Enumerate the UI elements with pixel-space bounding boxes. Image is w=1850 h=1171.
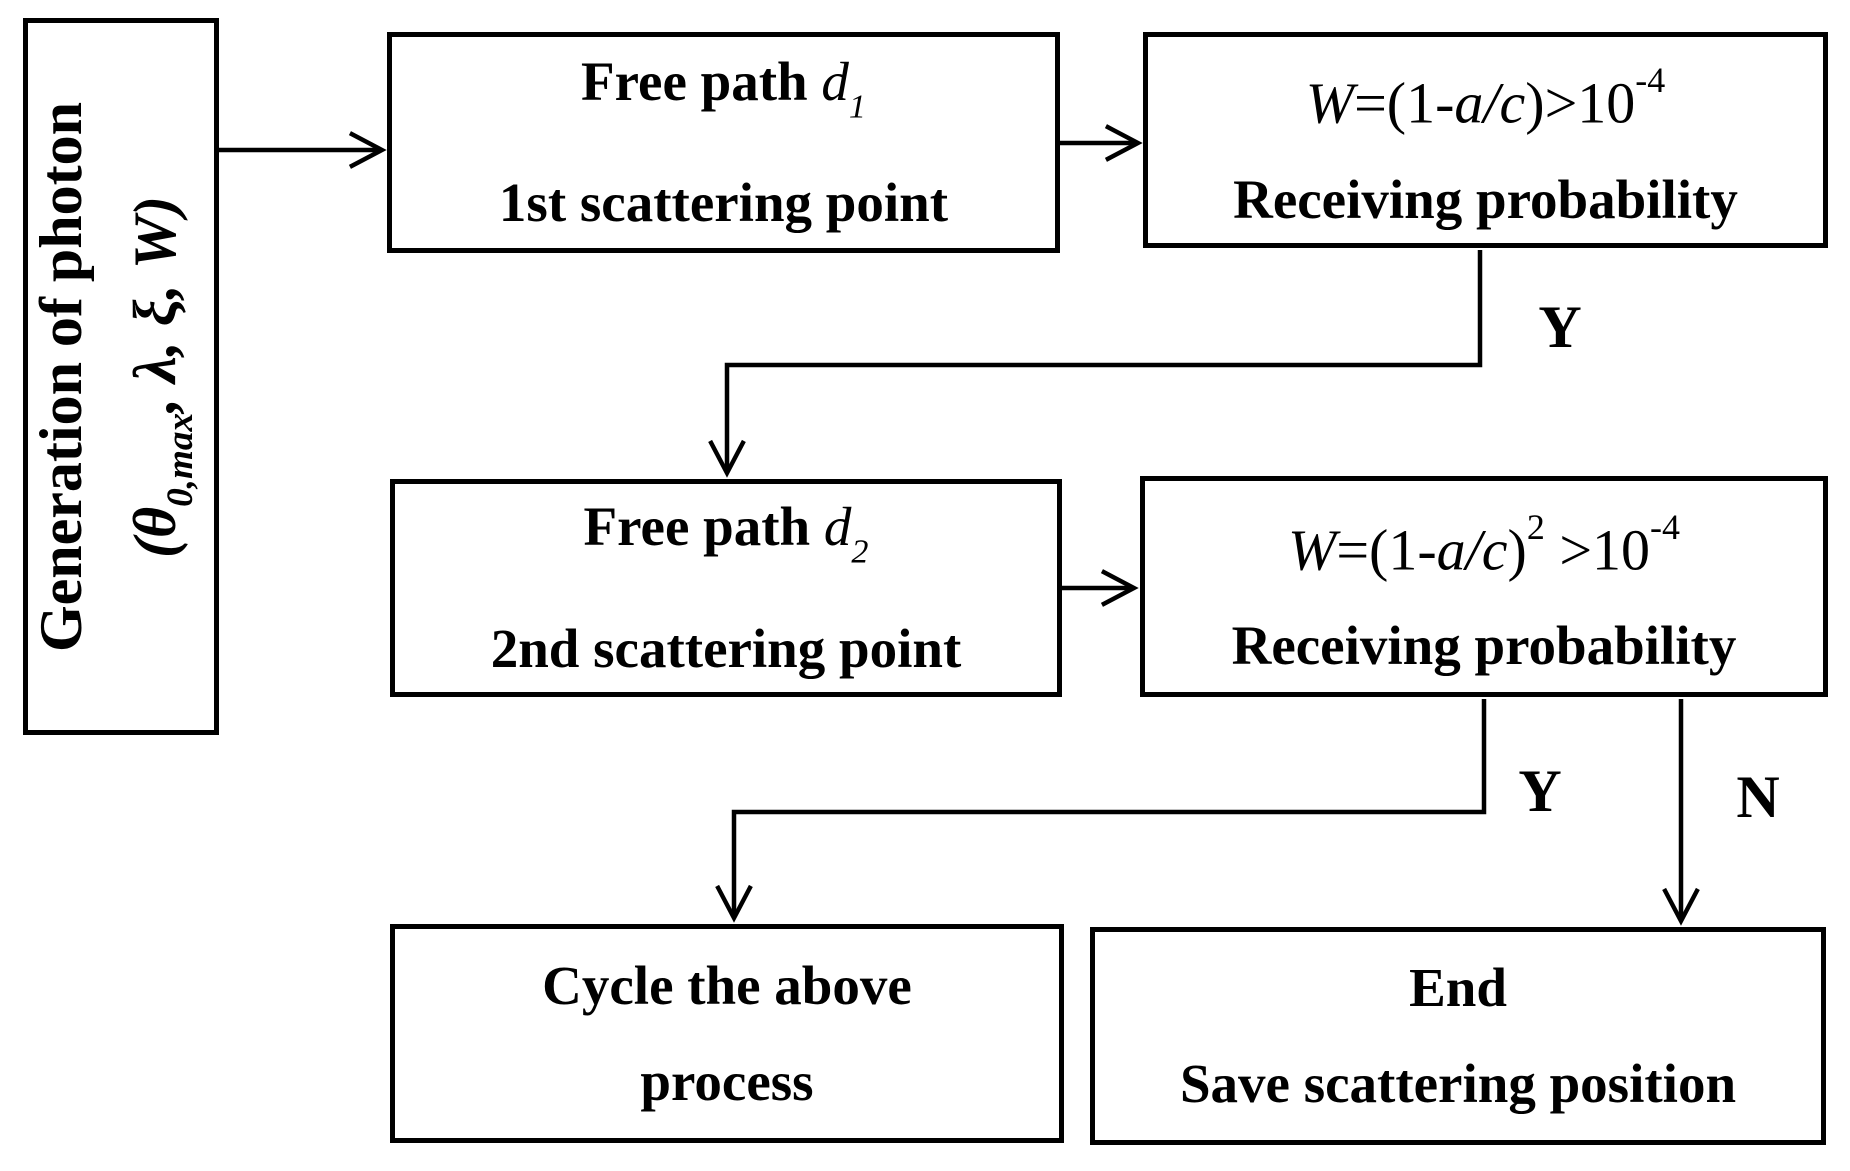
receive-1-formula: W=(1-a/c)>10-4 — [1306, 32, 1666, 152]
node-receiving-probability-2: W=(1-a/c)2 >10-4 Receiving probability — [1140, 476, 1828, 697]
node-free-path-2: Free path d2 2nd scattering point — [390, 479, 1062, 697]
generation-theta-subscript: 0,max — [159, 412, 201, 507]
node-end-save-position: End Save scattering position — [1090, 927, 1826, 1145]
generation-title: Generation of photon — [28, 101, 95, 652]
free-path-1-label: Free path — [581, 50, 822, 112]
free-path-2-variable-subscript: 2 — [851, 533, 869, 571]
free-path-2-variable: d — [823, 496, 852, 558]
receive-1-exponent: -4 — [1635, 60, 1666, 101]
branch2-no-label: N — [1736, 764, 1780, 830]
receive-1-mid: =(1- — [1354, 70, 1455, 136]
receive-2-mid: =(1- — [1336, 517, 1437, 583]
branch2-yes-label: Y — [1518, 758, 1562, 824]
end-line1: End — [1409, 957, 1507, 1018]
free-path-2-title: Free path d2 — [584, 479, 869, 600]
generation-params-pre: (θ — [122, 506, 189, 558]
generation-params-rest: , λ, ξ, W) — [122, 195, 189, 413]
cycle-line1: Cycle the above — [542, 954, 912, 1016]
cycle-line2: process — [640, 1050, 814, 1112]
generation-parameters: (θ0,max, λ, ξ, W) — [108, 23, 228, 730]
free-path-2-label: Free path — [583, 496, 824, 558]
receive-2-close: ) — [1507, 517, 1527, 583]
receive-1-ac: a/c — [1454, 70, 1526, 136]
receive-2-formula: W=(1-a/c)2 >10-4 — [1288, 479, 1680, 599]
free-path-2-line2: 2nd scattering point — [490, 617, 962, 679]
branch1-yes-label: Y — [1538, 294, 1582, 360]
node-cycle-process: Cycle the above process — [390, 924, 1064, 1143]
receive-1-w: W — [1305, 70, 1355, 136]
node-generation-of-photon: Generation of photon (θ0,max, λ, ξ, W) — [23, 18, 219, 735]
node-receiving-probability-1: W=(1-a/c)>10-4 Receiving probability — [1143, 32, 1828, 248]
node-free-path-1: Free path d1 1st scattering point — [387, 32, 1060, 253]
free-path-1-line2: 1st scattering point — [498, 172, 949, 234]
connector-receive-2-yes-to-cycle — [715, 699, 1487, 923]
generation-rotated-text: Generation of photon (θ0,max, λ, ξ, W) — [14, 23, 228, 730]
receive-2-line2: Receiving probability — [1231, 615, 1737, 677]
receive-2-square-exponent: 2 — [1526, 506, 1545, 547]
receive-2-exponent: -4 — [1650, 506, 1680, 547]
receive-1-line2: Receiving probability — [1233, 168, 1738, 230]
receive-1-close: )>10 — [1525, 70, 1636, 136]
receive-2-gt: >10 — [1544, 517, 1651, 583]
receive-2-ac: a/c — [1436, 517, 1508, 583]
connector-receive-1-yes-to-free-path-2 — [708, 250, 1483, 478]
receive-2-w: W — [1287, 517, 1337, 583]
end-line2: Save scattering position — [1179, 1053, 1737, 1114]
free-path-1-variable-subscript: 1 — [848, 88, 866, 126]
free-path-1-variable: d — [821, 50, 849, 112]
free-path-1-title: Free path d1 — [581, 34, 866, 155]
